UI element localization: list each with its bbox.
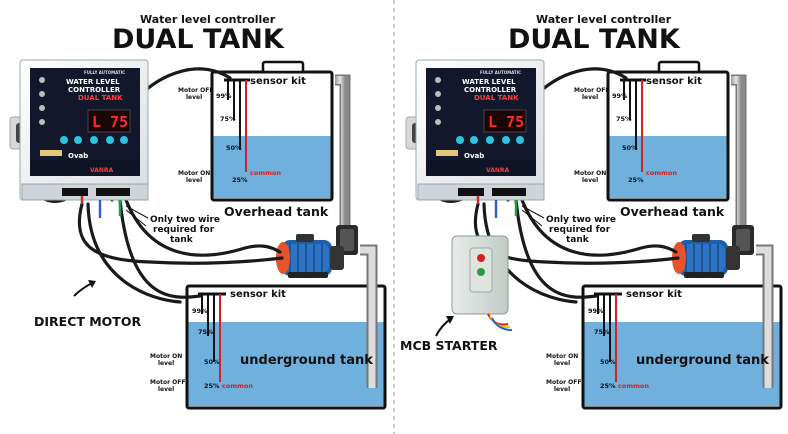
underground-motor-on-1-right: Motor ON bbox=[546, 353, 578, 360]
ctrl-brand-left: VANRA bbox=[90, 167, 114, 174]
overhead-75-left: 75% bbox=[220, 115, 236, 123]
underground-25-right: 25% bbox=[600, 382, 616, 390]
overhead-common-left: common bbox=[250, 169, 281, 177]
ctrl-line3-left: DUAL TANK bbox=[78, 94, 123, 102]
ctrl-line3-right: DUAL TANK bbox=[474, 94, 519, 102]
overhead-motor-on-2-left: level bbox=[186, 177, 202, 184]
callout-mcb-starter: MCB STARTER bbox=[400, 338, 498, 353]
note-line2-right: required for bbox=[549, 225, 611, 235]
underground-75-left: 75% bbox=[198, 328, 214, 336]
note-line1-right: Only two wire bbox=[546, 215, 616, 225]
underground-motor-on-2-left: level bbox=[158, 360, 174, 367]
underground-50-right: 50% bbox=[600, 358, 616, 366]
underground-sensor-kit-right: sensor kit bbox=[626, 289, 682, 300]
overhead-motor-on-1-right: Motor ON bbox=[574, 170, 606, 177]
right-panel: Water level controller DUAL TANK sensor … bbox=[400, 13, 781, 408]
note-line3-right: tank bbox=[566, 235, 590, 245]
underground-motor-on-1-left: Motor ON bbox=[150, 353, 182, 360]
mcb-starter-box bbox=[451, 235, 513, 331]
underground-sensor-rods-right bbox=[594, 292, 622, 382]
underground-motor-off-2-left: level bbox=[158, 386, 174, 393]
ctrl-brand-right: VANRA bbox=[486, 167, 510, 174]
ctrl-display-right: L 75 bbox=[488, 113, 524, 131]
ctrl-line1-right: WATER LEVEL bbox=[462, 78, 516, 86]
overhead-motor-off-2-left: level bbox=[186, 94, 202, 101]
overhead-motor-off-1-left: Motor OFF bbox=[178, 87, 213, 94]
ctrl-line2-right: CONTROLLER bbox=[464, 86, 517, 94]
overhead-99-right: 99% bbox=[612, 92, 628, 100]
header-big-left: DUAL TANK bbox=[112, 24, 285, 55]
left-panel: Water level controller DUAL TANK sensor … bbox=[10, 13, 385, 408]
overhead-motor-off-2-right: level bbox=[582, 94, 598, 101]
ctrl-line2-left: CONTROLLER bbox=[68, 86, 121, 94]
header-small-left: Water level controller bbox=[140, 13, 276, 26]
overhead-motor-on-2-right: level bbox=[582, 177, 598, 184]
underground-75-right: 75% bbox=[594, 328, 610, 336]
underground-sensor-rods-left bbox=[198, 292, 226, 382]
underground-common-right: common bbox=[618, 382, 649, 390]
overhead-50-right: 50% bbox=[622, 144, 638, 152]
note-line3-left: tank bbox=[170, 235, 194, 245]
underground-motor-off-1-left: Motor OFF bbox=[150, 379, 185, 386]
underground-50-left: 50% bbox=[204, 358, 220, 366]
header-big-right: DUAL TANK bbox=[508, 24, 681, 55]
overhead-99-left: 99% bbox=[216, 92, 232, 100]
overhead-25-right: 25% bbox=[628, 176, 644, 184]
ctrl-brand-mid-left: Ovab bbox=[68, 152, 88, 160]
callout-direct-motor: DIRECT MOTOR bbox=[34, 314, 141, 329]
underground-common-left: common bbox=[222, 382, 253, 390]
overhead-sensor-rods-left bbox=[224, 78, 250, 172]
overhead-tank-label-left: Overhead tank bbox=[224, 204, 329, 219]
underground-motor-off-1-right: Motor OFF bbox=[546, 379, 581, 386]
overhead-sensor-rods-right bbox=[620, 78, 646, 172]
overhead-motor-on-1-left: Motor ON bbox=[178, 170, 210, 177]
note-line2-left: required for bbox=[153, 225, 215, 235]
ctrl-top-note-right: FULLY AUTOMATIC bbox=[480, 70, 521, 75]
underground-tank-label-right: underground tank bbox=[636, 353, 769, 368]
underground-99-left: 99% bbox=[192, 307, 208, 315]
overhead-sensor-kit-left: sensor kit bbox=[250, 76, 306, 87]
ctrl-display-left: L 75 bbox=[92, 113, 128, 131]
underground-25-left: 25% bbox=[204, 382, 220, 390]
underground-motor-on-2-right: level bbox=[554, 360, 570, 367]
ctrl-line1-left: WATER LEVEL bbox=[66, 78, 120, 86]
underground-tank-label-left: underground tank bbox=[240, 353, 373, 368]
overhead-motor-off-1-right: Motor OFF bbox=[574, 87, 609, 94]
ctrl-top-note-left: FULLY AUTOMATIC bbox=[84, 70, 125, 75]
note-line1-left: Only two wire bbox=[150, 215, 220, 225]
overhead-common-right: common bbox=[646, 169, 677, 177]
header-small-right: Water level controller bbox=[536, 13, 672, 26]
ctrl-brand-mid-right: Ovab bbox=[464, 152, 484, 160]
overhead-sensor-kit-right: sensor kit bbox=[646, 76, 702, 87]
overhead-50-left: 50% bbox=[226, 144, 242, 152]
underground-99-right: 99% bbox=[588, 307, 604, 315]
underground-motor-off-2-right: level bbox=[554, 386, 570, 393]
underground-sensor-kit-left: sensor kit bbox=[230, 289, 286, 300]
overhead-25-left: 25% bbox=[232, 176, 248, 184]
overhead-tank-label-right: Overhead tank bbox=[620, 204, 725, 219]
overhead-75-right: 75% bbox=[616, 115, 632, 123]
